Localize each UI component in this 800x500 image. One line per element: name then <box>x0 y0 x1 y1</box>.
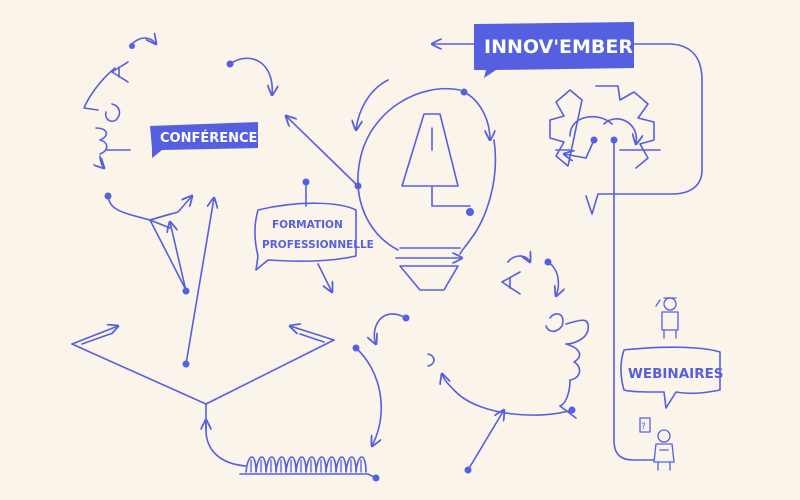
person-thinking-icon <box>655 297 679 339</box>
formation-text-line1: FORMATION <box>272 219 343 231</box>
formation-text-line2: PROFESSIONNELLE <box>262 239 374 251</box>
innovember-label-text: INNOV'EMBER <box>484 36 633 58</box>
right-face-icon <box>427 256 590 419</box>
svg-text:?: ? <box>641 422 646 432</box>
left-face-icon <box>83 38 156 168</box>
connector-lines-left <box>104 116 362 368</box>
innovember-label: INNOV'EMBER <box>432 22 703 215</box>
connector-lines-center <box>352 313 505 474</box>
formation-bubble: FORMATION PROFESSIONNELLE <box>254 178 374 293</box>
webinaires-bubble: WEBINAIRES <box>620 346 724 409</box>
v-shape-lines <box>71 326 335 467</box>
light-bulb-icon <box>356 79 497 291</box>
conference-label: CONFÉRENCE <box>150 122 258 158</box>
person-question-icon: ? <box>639 417 675 471</box>
curved-arrow-icon <box>226 57 273 95</box>
gear-icon <box>549 85 661 461</box>
audience-crowd-icon <box>239 456 380 482</box>
webinaires-text: WEBINAIRES <box>628 366 724 382</box>
conference-label-text: CONFÉRENCE <box>160 130 257 146</box>
